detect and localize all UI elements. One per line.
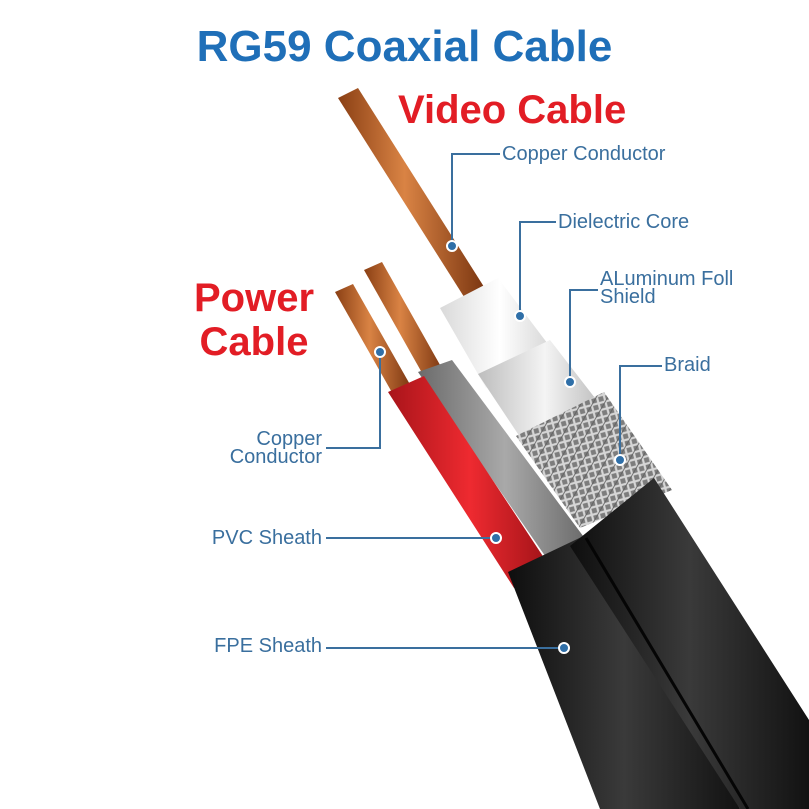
callout-pvc-sheath: PVC Sheath [172, 529, 322, 547]
power-cable-label-line1: Power [184, 276, 324, 320]
power-cable-label-line2: Cable [184, 320, 324, 364]
callout-aluminum-foil-line2: Shield [600, 288, 733, 306]
callout-copper-conductor-power-line2: Conductor [196, 448, 322, 466]
callout-copper-conductor-power: Copper Conductor [196, 430, 322, 466]
video-cable-label: Video Cable [398, 88, 626, 132]
power-cable-label: Power Cable [184, 276, 324, 364]
page-title: RG59 Coaxial Cable [0, 22, 809, 72]
callout-aluminum-foil-shield: ALuminum Foll Shield [600, 270, 733, 306]
callout-dielectric-core: Dielectric Core [558, 213, 689, 231]
callout-copper-conductor-video: Copper Conductor [502, 145, 665, 163]
callout-braid: Braid [664, 356, 711, 374]
callout-fpe-sheath: FPE Sheath [172, 637, 322, 655]
